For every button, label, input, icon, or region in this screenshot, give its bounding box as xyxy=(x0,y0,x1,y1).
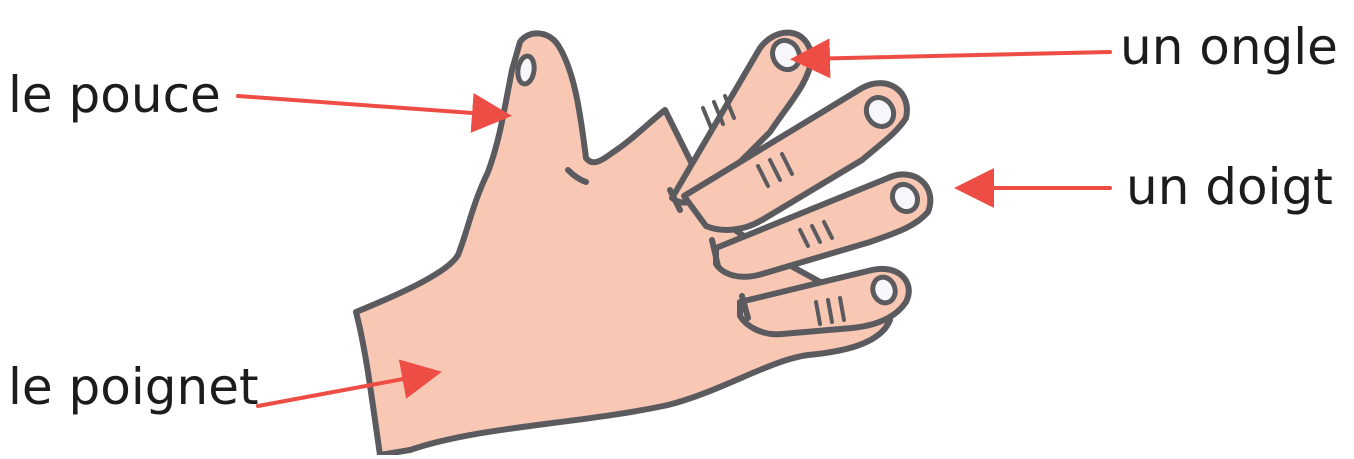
label-thumb: le pouce xyxy=(8,70,221,120)
label-nail: un ongle xyxy=(1120,22,1338,72)
arrow-to-thumb xyxy=(238,96,500,115)
label-wrist: le poignet xyxy=(8,362,259,412)
hand-shape xyxy=(356,33,930,455)
thumb-nail xyxy=(516,55,536,85)
label-finger: un doigt xyxy=(1126,162,1333,212)
arrow-to-nail xyxy=(802,52,1110,59)
